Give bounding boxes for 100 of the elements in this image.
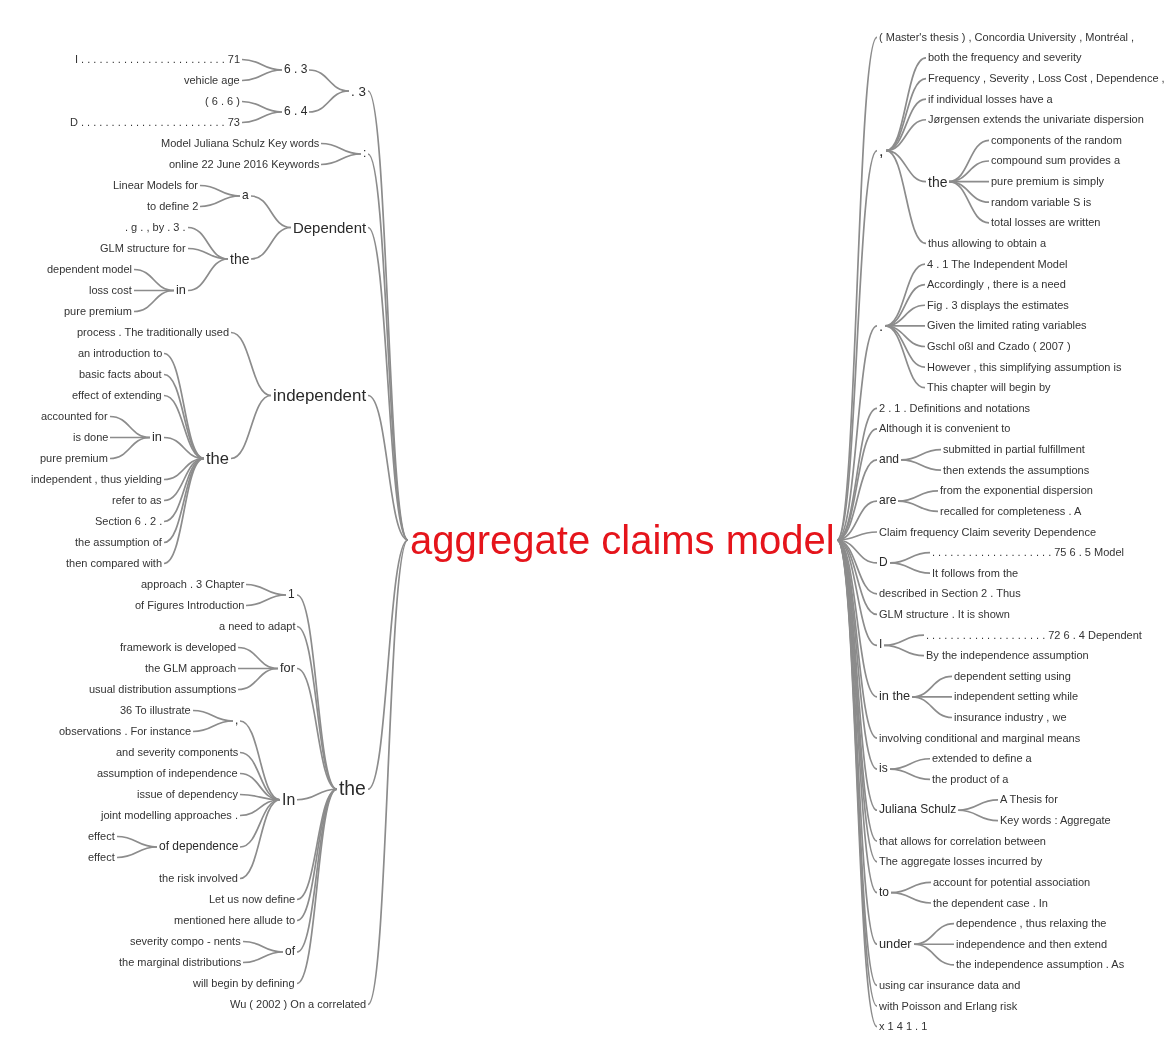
phrase-label: process . The traditionally used — [77, 326, 230, 339]
phrase-label: severity compo - nents — [130, 935, 241, 948]
phrase-label: Wu ( 2002 ) On a correlated — [230, 998, 367, 1011]
phrase-label: observations . For instance — [59, 725, 192, 738]
branch-word: are — [879, 494, 897, 508]
branch-line — [957, 799, 999, 812]
branch-line — [885, 98, 927, 152]
branch-line — [913, 943, 955, 946]
phrase-label: account for potential association — [933, 875, 1091, 889]
phrase-label: Jørgensen extends the univariate dispersion — [928, 113, 1144, 126]
phrase-label: Section 6 . 2 . — [95, 515, 163, 528]
phrase-label: Claim frequency Claim severity Dependence — [879, 525, 1097, 539]
branch-word: a — [242, 189, 249, 203]
phrase-label: and severity components — [116, 746, 239, 759]
phrase-label: mentioned here allude to — [174, 914, 296, 927]
branch-line — [230, 394, 272, 460]
phrase-label: online 22 June 2016 Keywords — [169, 158, 320, 171]
phrase-label: refer to as — [112, 494, 162, 507]
phrase-label: involving conditional and marginal means — [879, 731, 1081, 745]
phrase-label: . . . . . . . . . . . . . . . . . . . . 75 6 . 5 Model — [932, 546, 1124, 559]
branch-line — [911, 696, 953, 719]
branch-line — [199, 195, 241, 208]
phrase-label: assumption of independence — [97, 767, 238, 780]
branch-word: for — [280, 661, 295, 676]
branch-word: D — [879, 555, 888, 570]
phrase-label: dependent setting using — [954, 669, 1071, 683]
branch-line — [957, 809, 999, 822]
branch-line — [890, 891, 932, 904]
branch-word: and — [879, 452, 899, 467]
branch-line — [239, 798, 281, 880]
branch-word: 1 — [288, 588, 295, 602]
phrase-label: framework is developed — [120, 641, 237, 654]
phrase-label: . g . , by . 3 . — [125, 221, 186, 234]
phrase-label: Model Juliana Schulz Key words — [161, 137, 320, 150]
branch-word: of dependence — [159, 840, 239, 854]
branch-word: , — [879, 141, 884, 160]
phrase-label: pure premium — [40, 452, 108, 465]
phrase-label: insurance industry , we — [954, 711, 1067, 724]
branch-line — [897, 500, 939, 513]
phrase-label: . . . . . . . . . . . . . . . . . . . . 72 6 . 4 Dependent — [926, 628, 1142, 642]
phrase-label: the dependent case . In — [933, 896, 1048, 910]
phrase-label: the product of a — [932, 772, 1009, 786]
phrase-label: Gschl oßl and Czado ( 2007 ) — [927, 340, 1071, 353]
phrase-label: the independence assumption . As — [956, 958, 1125, 971]
branch-word: in — [152, 430, 162, 445]
branch-line — [109, 436, 151, 460]
phrase-label: from the exponential dispersion — [940, 484, 1093, 497]
branch-line — [241, 69, 283, 82]
branch-line — [889, 768, 931, 781]
branch-line — [245, 594, 287, 607]
phrase-label: I . . . . . . . . . . . . . . . . . . . . . . . . 71 — [75, 53, 241, 66]
phrase-label: Given the limited rating variables — [927, 319, 1087, 332]
phrase-label: the GLM approach — [145, 662, 237, 675]
phrase-label: the marginal distributions — [119, 956, 242, 969]
branch-line — [884, 325, 926, 389]
phrase-label: However , this simplifying assumption is — [927, 360, 1122, 374]
branch-line — [250, 195, 292, 229]
phrase-label: then extends the assumptions — [943, 463, 1090, 477]
branch-word: In — [282, 790, 296, 809]
branch-line — [187, 258, 229, 292]
phrase-label: total losses are written — [991, 216, 1101, 229]
branch-line — [239, 720, 281, 801]
phrase-label: effect — [88, 830, 115, 843]
phrase-label: effect of extending — [72, 389, 162, 402]
phrase-label: pure premium — [64, 305, 132, 318]
branch-line — [296, 788, 338, 985]
phrase-label: ( Master's thesis ) , Concordia University , Montréal , — [879, 30, 1135, 44]
phrase-label: random variable S is — [991, 195, 1092, 209]
phrase-label: 36 To illustrate — [120, 704, 191, 717]
branch-line — [367, 539, 409, 791]
branch-line — [367, 539, 409, 1006]
phrase-label: the assumption of — [75, 536, 162, 549]
branch-word: . — [879, 317, 884, 335]
phrase-label: to define 2 — [147, 200, 199, 213]
branch-line — [237, 667, 279, 691]
branch-line — [320, 153, 362, 166]
branch-word: , — [235, 714, 239, 728]
phrase-label: the risk involved — [159, 872, 238, 885]
phrase-label: described in Section 2 . Thus — [879, 587, 1021, 600]
branch-line — [883, 634, 925, 647]
branch-line — [948, 180, 990, 224]
branch-word: Juliana Schulz — [879, 803, 957, 818]
branch-line — [948, 139, 990, 183]
phrase-label: is done — [73, 431, 109, 444]
phrase-label: It follows from the — [932, 566, 1019, 580]
phrase-label: compound sum provides a — [991, 154, 1120, 168]
phrase-label: Linear Models for — [113, 179, 198, 192]
branch-word: under — [879, 936, 912, 952]
phrase-label: of Figures Introduction — [135, 599, 245, 612]
branch-line — [133, 268, 175, 292]
phrase-label: 2 . 1 . Definitions and notations — [879, 401, 1031, 415]
branch-line — [192, 720, 234, 733]
branch-line — [885, 77, 927, 152]
phrase-label: ( 6 . 6 ) — [205, 95, 240, 108]
phrase-label: pure premium is simply — [991, 175, 1105, 188]
phrase-label: extended to define a — [932, 752, 1032, 765]
phrase-label: components of the random — [991, 133, 1122, 147]
phrase-label: that allows for correlation between — [879, 834, 1046, 848]
branch-word: independent — [273, 386, 367, 406]
phrase-label: a need to adapt — [219, 620, 296, 633]
